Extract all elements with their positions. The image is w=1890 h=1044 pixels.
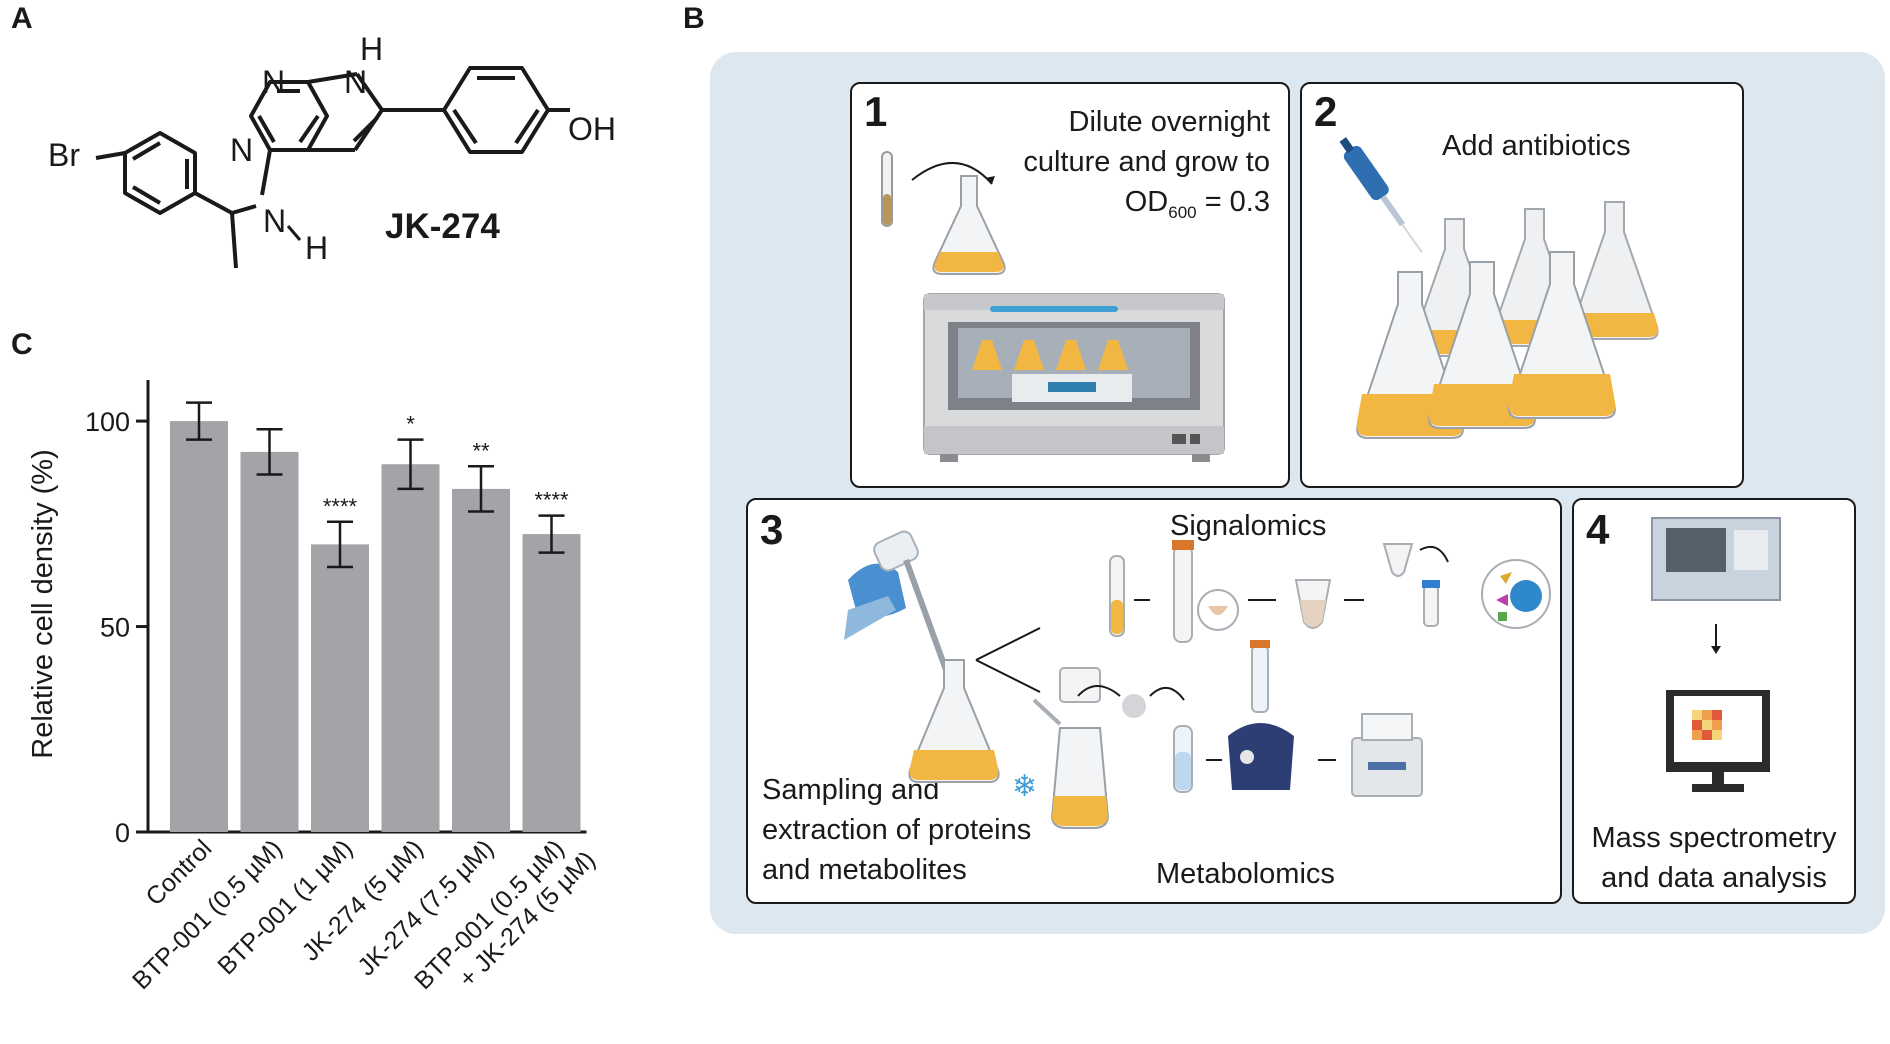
step-1-number: 1: [864, 88, 888, 135]
atom-h-amine: H: [305, 230, 328, 266]
step-1-od: OD600 = 0.3: [1124, 186, 1270, 222]
x-tick-label-line: JK-274 (5 µM): [297, 834, 429, 966]
step-2-number: 2: [1314, 88, 1338, 135]
bar: [381, 464, 440, 832]
step-1-line-2: culture and grow to: [1023, 146, 1270, 178]
step-3-number: 3: [760, 506, 784, 553]
bar: [311, 544, 369, 832]
bar: [240, 451, 299, 832]
step-1-text: Dilute overnight culture and grow to OD6…: [1023, 102, 1270, 233]
atom-n-amine: N: [263, 203, 286, 239]
step-4-line-1: Mass spectrometry: [1591, 822, 1837, 854]
step-4-number: 4: [1586, 506, 1610, 553]
panel-letter-a: A: [11, 2, 33, 35]
step-4-box: 4 Mass spectrometry and data analysis: [1572, 498, 1856, 904]
molecule-name: JK-274: [385, 207, 500, 246]
bar: [522, 534, 581, 832]
y-axis-label: Relative cell density (%): [27, 449, 59, 758]
svg-text:❄: ❄: [1012, 770, 1037, 803]
atom-n2: N: [230, 132, 253, 168]
step-4-text: Mass spectrometry and data analysis: [1574, 818, 1854, 898]
extraction-illustration: ❄: [844, 530, 1551, 829]
flasks-illustration: [1339, 137, 1659, 439]
mass-spec-illustration: [1651, 517, 1781, 792]
x-tick-label: JK-274 (5 µM): [297, 834, 429, 966]
significance-label: *: [406, 412, 415, 437]
y-tick-label: 0: [115, 818, 130, 848]
significance-label: ****: [534, 488, 569, 513]
incubator-illustration: [881, 151, 1225, 462]
bar: [452, 488, 510, 832]
atom-n1: N: [262, 64, 285, 100]
step-2-text: Add antibiotics: [1442, 130, 1631, 162]
x-tick-label: BTP-001 (0.5 µM)+ JK-274 (5 µM): [409, 825, 601, 1017]
step-1-line-1: Dilute overnight: [1068, 106, 1271, 138]
atom-n-pyrrole: N: [344, 64, 367, 100]
sampling-line-3: and metabolites: [762, 854, 967, 886]
y-tick-label: 50: [100, 613, 130, 643]
signalomics-label: Signalomics: [1170, 510, 1327, 542]
step-2-box: 2 Add antibiotics: [1300, 82, 1744, 488]
chemical-structure: N N N H N H Br OH JK-274: [48, 31, 616, 269]
significance-label: ****: [323, 494, 358, 519]
panel-letter-b: B: [683, 2, 705, 35]
atom-h-pyrrole: H: [360, 31, 383, 67]
step-4-line-2: and data analysis: [1601, 862, 1827, 894]
step-3-box: 3 Signalomics Metabolomics Sampling and …: [746, 498, 1562, 904]
atom-br: Br: [48, 137, 80, 173]
sampling-line-2: extraction of proteins: [762, 814, 1032, 846]
significance-label: **: [472, 438, 490, 463]
sampling-text: Sampling and extraction of proteins and …: [762, 770, 1031, 890]
metabolomics-label: Metabolomics: [1156, 858, 1335, 890]
step-1-box: 1 Dilute overnight culture and grow to O…: [850, 82, 1290, 488]
atom-oh: OH: [568, 111, 616, 147]
bar: [170, 421, 228, 832]
panel-letter-c: C: [11, 328, 33, 361]
y-tick-label: 100: [85, 407, 130, 437]
